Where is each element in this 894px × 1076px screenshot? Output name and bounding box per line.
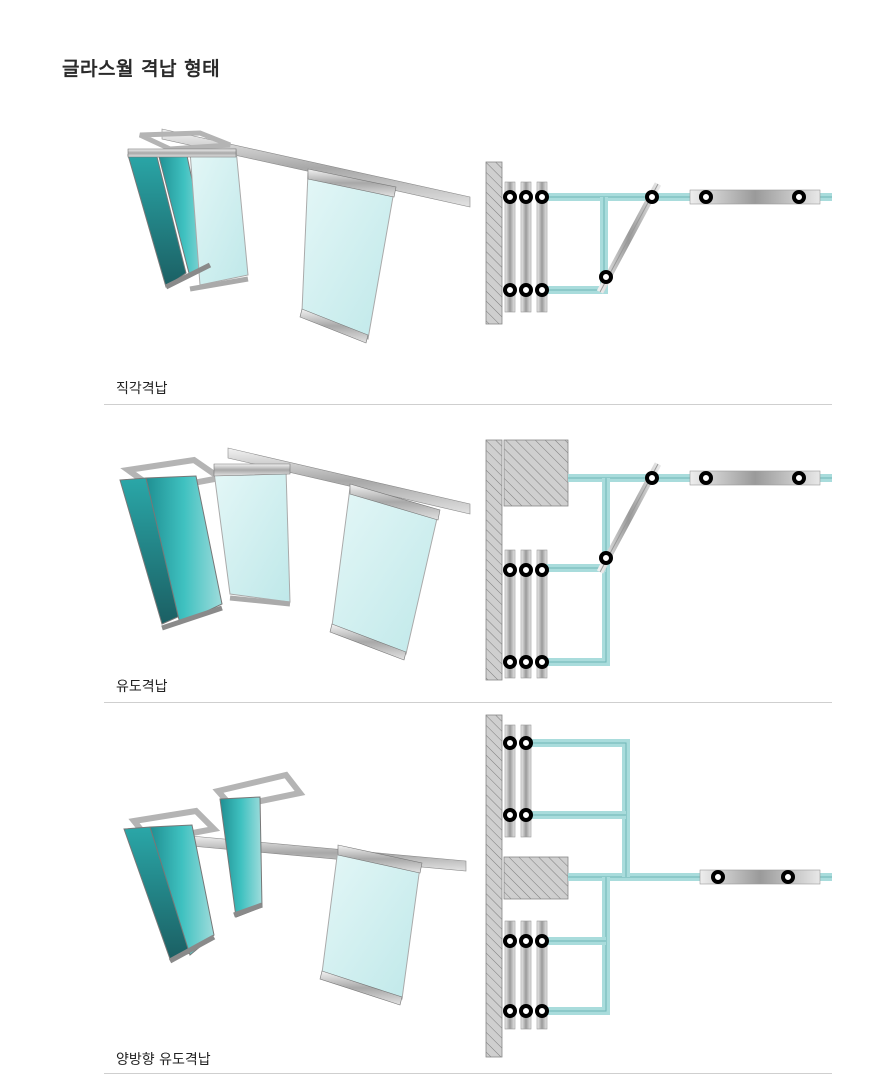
bidirectional-guided-storage-illustration	[123, 771, 467, 1006]
right-angle-storage-illustration	[127, 128, 471, 344]
section-divider	[104, 1073, 832, 1074]
section-caption-right-angle: 직각격납	[116, 381, 168, 397]
section-guided-storage: 유도격납	[0, 410, 894, 705]
page-title: 글라스월 격납 형태	[62, 58, 221, 80]
section-divider	[104, 404, 832, 405]
section-caption-guided: 유도격납	[116, 679, 168, 695]
section-right-angle-storage: 직각격납	[0, 0, 894, 410]
guided-storage-illustration	[119, 447, 471, 661]
section-caption-bidirectional: 양방향 유도격납	[116, 1052, 211, 1068]
section-divider	[104, 702, 832, 703]
guided-storage-plan	[485, 439, 832, 681]
bidirectional-guided-storage-plan	[485, 714, 832, 1058]
section-bidirectional-guided-storage: 양방향 유도격납	[0, 705, 894, 1076]
right-angle-storage-plan	[485, 161, 832, 325]
